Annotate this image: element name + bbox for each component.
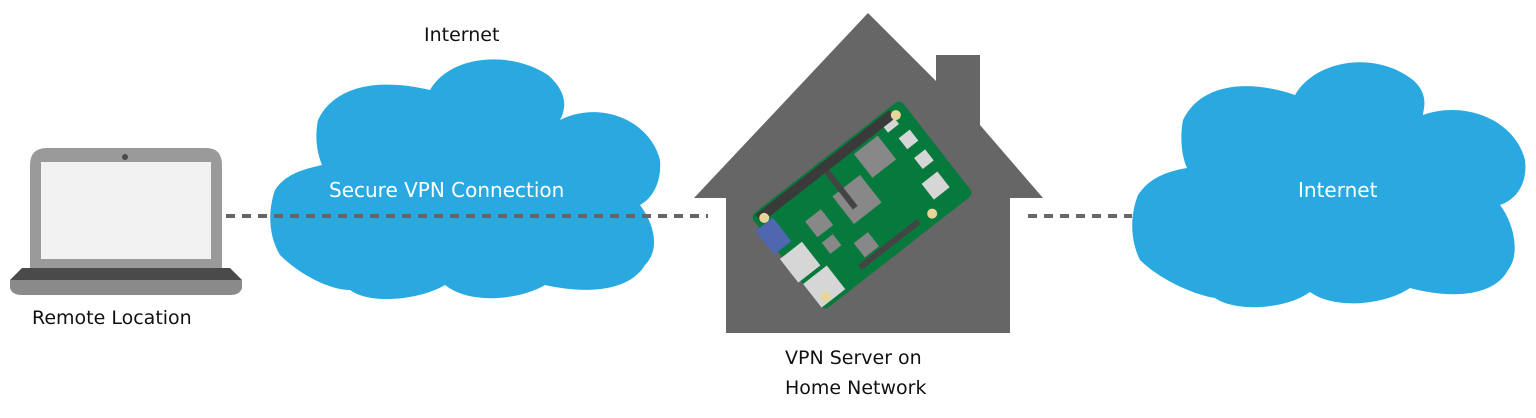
vpn-cloud-label: Internet	[424, 24, 500, 46]
home-label-line-2: Home Network	[785, 377, 927, 399]
vpn-cloud-shape	[270, 59, 661, 300]
internet-cloud-inner-label: Internet	[1298, 178, 1378, 202]
home-label-line-1: VPN Server on	[785, 347, 922, 369]
raspberry-pi-icon	[752, 101, 972, 309]
internet-cloud-shape	[1132, 62, 1526, 308]
vpn-cloud-inner-label: Secure VPN Connection	[329, 178, 565, 202]
laptop-icon	[10, 148, 242, 295]
laptop-label: Remote Location	[32, 307, 192, 329]
